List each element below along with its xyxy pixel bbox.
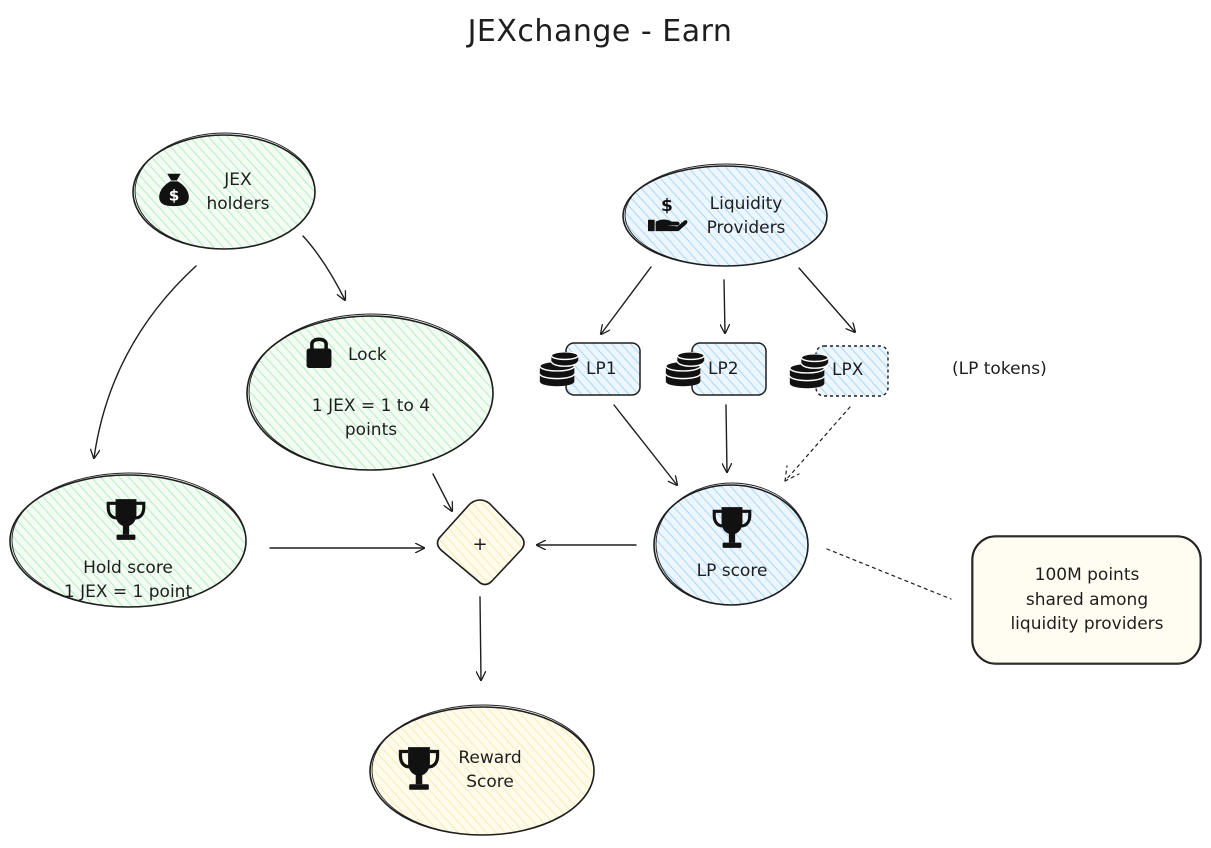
lock-label: Lock [348, 345, 387, 365]
arrow-holders-to-lock [302, 235, 345, 300]
lp2-label: LP2 [708, 359, 739, 379]
jex-holders-node [132, 132, 316, 250]
combine-node [436, 499, 525, 586]
arrow-lpx-to-lp-score [784, 406, 851, 482]
combine-plus-label: + [472, 534, 488, 555]
lpx-label: LPX [832, 360, 864, 380]
lock-rule-line-2: points [344, 420, 398, 440]
hold-score-rule: 1 JEX = 1 point [63, 582, 193, 602]
reward-score-label-1: Reward [458, 748, 522, 768]
dotted-connector-points-note [826, 548, 952, 600]
lp-score-label: LP score [696, 561, 768, 581]
points-note-line-2: shared among [1025, 590, 1149, 610]
arrow-providers-to-lp1 [601, 266, 652, 334]
liquidity-providers-label-1: Liquidity [709, 194, 783, 214]
coin-stack-icon [789, 354, 829, 390]
page-title: JEXchange - Earn [467, 14, 733, 49]
lp-score-node [653, 482, 809, 606]
hold-score-node [9, 472, 247, 608]
lp2-token [665, 342, 767, 396]
lp-tokens-note: (LP tokens) [952, 359, 1047, 379]
hold-score-label: Hold score [83, 558, 173, 578]
coin-stack-icon [665, 352, 705, 388]
points-note-box [971, 535, 1202, 665]
arrow-providers-to-lpx [798, 267, 855, 332]
liquidity-providers-node [622, 163, 828, 267]
reward-score-label-2: Score [466, 772, 514, 792]
arrow-lpx-head [784, 465, 800, 482]
coin-stack-icon [539, 352, 579, 388]
arrow-providers-to-lp2 [724, 279, 725, 333]
points-note-line-3: liquidity providers [1010, 614, 1164, 634]
jex-holders-label-1: JEX [224, 170, 252, 190]
arrow-holders-to-hold-score [94, 265, 197, 458]
lock-rule-line-1: 1 JEX = 1 to 4 [311, 396, 431, 416]
jex-holders-label-2: holders [206, 194, 270, 214]
arrow-lp1-to-lp-score [613, 404, 677, 485]
arrow-lock-to-combine [432, 473, 452, 511]
arrow-lp2-to-lp-score [726, 404, 727, 472]
reward-score-node [369, 704, 595, 836]
lock-node [246, 313, 494, 471]
lp1-token [539, 342, 641, 396]
lpx-token [789, 345, 889, 397]
arrow-combine-to-reward [480, 596, 481, 680]
lp1-label: LP1 [586, 359, 617, 379]
points-note-line-1: 100M points [1034, 565, 1140, 585]
liquidity-providers-label-2: Providers [706, 218, 786, 238]
